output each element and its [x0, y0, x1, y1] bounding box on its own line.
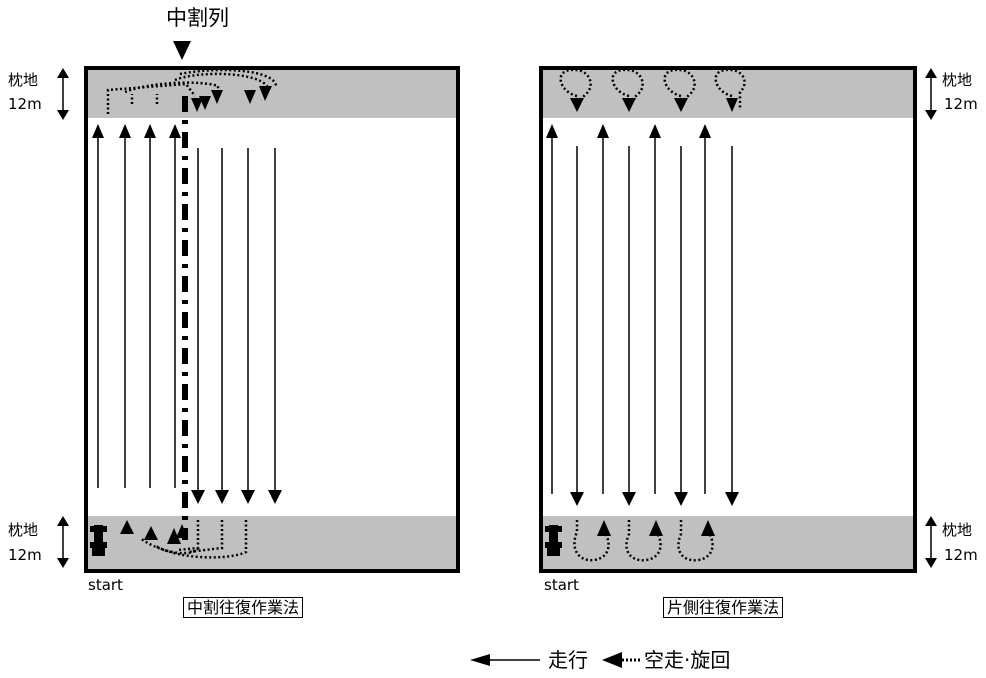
legend-travel-arrow-icon [470, 654, 540, 666]
method-left-caption: 中割往復作業法 [183, 597, 304, 618]
left-field [84, 41, 460, 573]
start-label-right: start [544, 576, 579, 594]
middle-row-label: 中割列 [166, 6, 229, 30]
legend-idle-arrow-icon [602, 652, 640, 668]
right-top-turn-loops [559, 68, 746, 110]
headland-label-right-bottom: 枕地 [942, 521, 973, 539]
tractor-icon [545, 525, 562, 556]
left-headland-bottom [86, 516, 458, 571]
headland-label-right-top: 枕地 [942, 71, 973, 89]
start-label-left: start [88, 576, 123, 594]
left-bottom-turn-paths [139, 520, 248, 559]
right-up-lines [546, 124, 711, 494]
legend-travel-label: 走行 [548, 648, 588, 672]
left-down-lines [191, 148, 282, 504]
headland-width-arrows [57, 68, 937, 568]
right-bottom-turn-loops [573, 520, 714, 562]
headland-width-left-bottom: 12m [8, 546, 42, 564]
right-field-border [539, 66, 917, 573]
left-field-border [84, 66, 460, 573]
right-headland-top [541, 68, 915, 118]
headland-width-right-top: 12m [944, 95, 978, 113]
right-bottom-turn-arrows [597, 520, 715, 536]
headland-label-left-top: 枕地 [8, 71, 39, 89]
left-bottom-turn-arrows [120, 520, 188, 544]
right-down-lines [570, 146, 739, 506]
right-top-turn-arrows [570, 98, 738, 112]
left-headland-top [86, 68, 458, 118]
left-top-turn-paths [106, 68, 278, 114]
legend-idle-label: 空走·旋回 [644, 648, 731, 672]
right-field [539, 66, 917, 573]
headland-width-right-bottom: 12m [944, 546, 978, 564]
right-headland-bottom [541, 516, 915, 571]
left-top-turn-arrows [191, 86, 272, 112]
headland-width-left-top: 12m [8, 95, 42, 113]
headland-label-left-bottom: 枕地 [8, 521, 39, 539]
method-right-caption: 片側往復作業法 [663, 597, 784, 618]
tractor-icon [90, 525, 107, 556]
middle-row-marker-icon [173, 41, 191, 60]
left-up-lines [92, 124, 181, 488]
